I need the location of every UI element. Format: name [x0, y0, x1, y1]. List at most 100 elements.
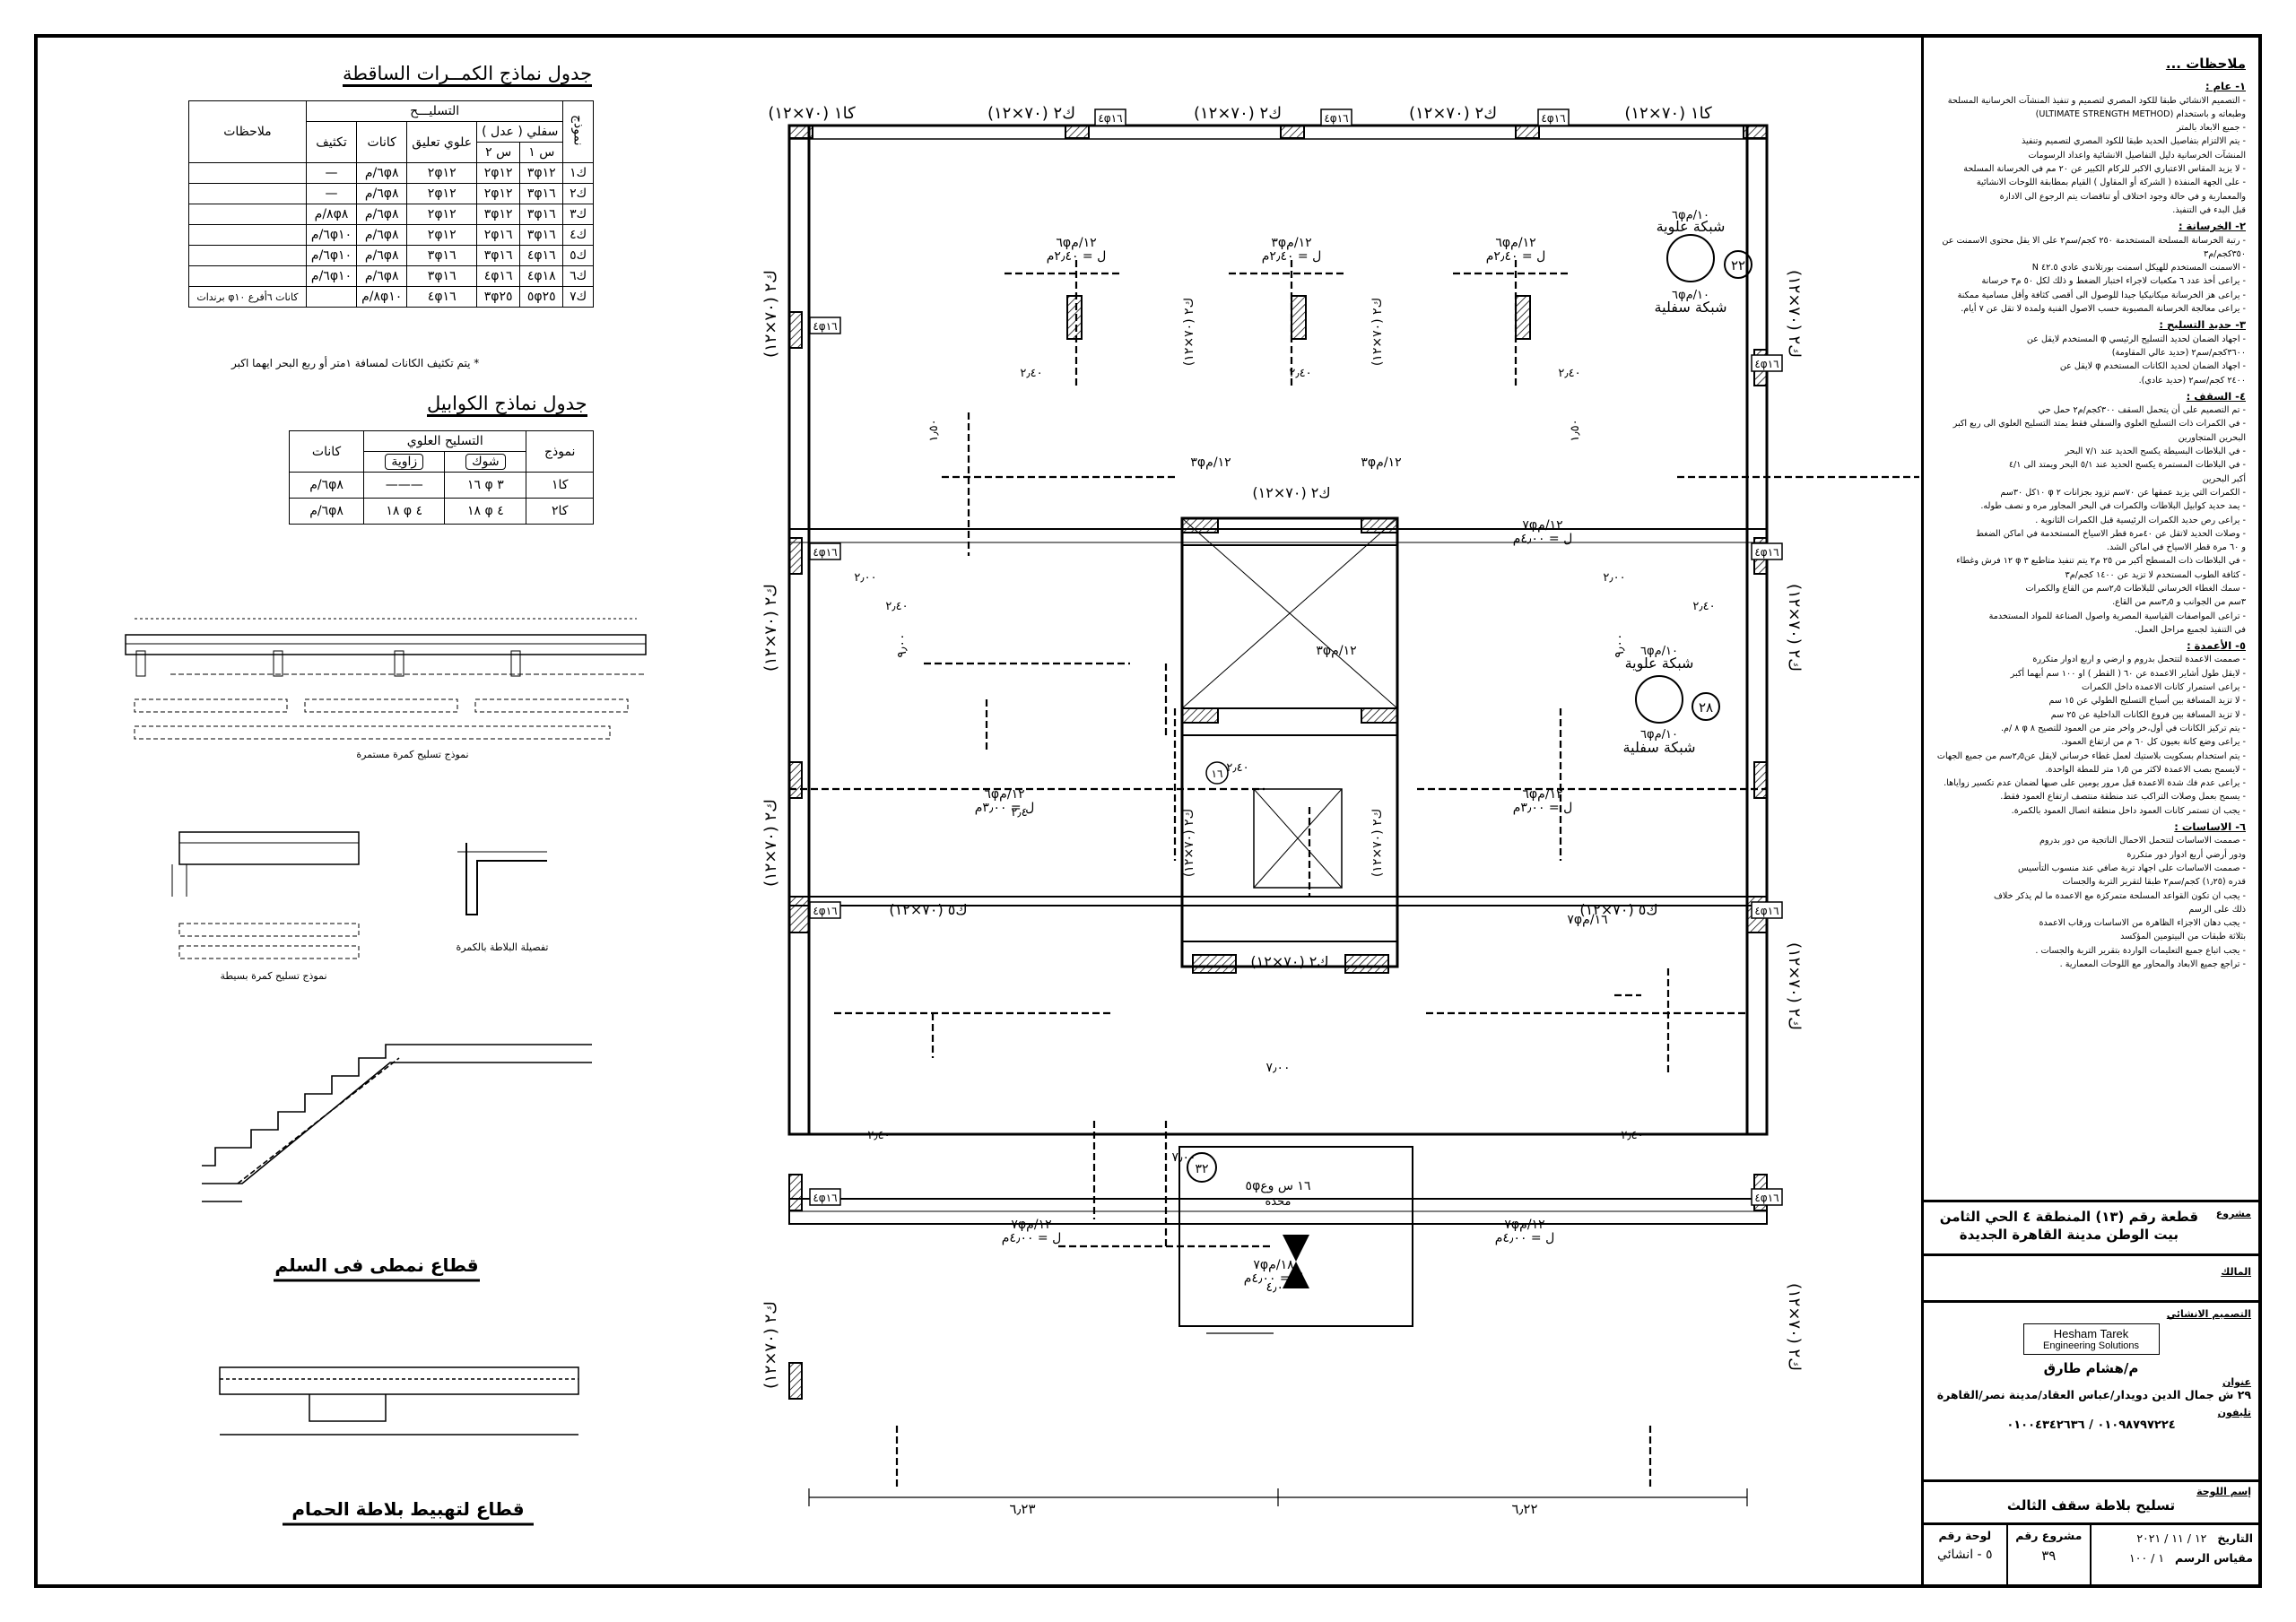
column-tag-text: ٤φ١٦: [813, 320, 837, 333]
dim-label: ٢٫٤٠: [1226, 761, 1248, 775]
notes-line: - يراعى عدم فك شدة الاعمدة قبل مرور يومي…: [1944, 778, 2246, 789]
beam-cell-extra: —: [305, 183, 358, 204]
dim-label: ٢٫٤٠: [1621, 1129, 1643, 1142]
notes-line: - لا تزيد المسافة بين أسياخ التسليح الطو…: [2048, 696, 2246, 707]
beam-label-core: ك٢ (٧٠×١٢): [1182, 809, 1196, 877]
beam-cell-stir: ٦φ٨/م: [356, 265, 408, 287]
slab-no-2: ٢٨: [1699, 699, 1713, 716]
dim-label: ٢٫٤٠: [885, 600, 908, 613]
tb-scale: ١ / ١٠٠: [2129, 1551, 2165, 1565]
dim-700-b: ٧٫٠٠: [1171, 1150, 1196, 1165]
continuous-beam-caption: نموذج تسليح كمرة مستمرة: [356, 749, 468, 760]
mesh-bottom-label-1: شبكة سفلية: [1655, 299, 1727, 316]
simple-beam-detail: [171, 831, 360, 959]
notes-line: - في البلاطات البسيطة يكسح الحديد عند ٧/…: [2065, 447, 2246, 457]
column: [1065, 125, 1090, 139]
notes-line: - في الكمرات ذات التسليح العلوي والسفلي …: [1952, 419, 2246, 429]
column: [1361, 517, 1398, 533]
mesh-bot-spec-1: ٦φ١٠/م: [1672, 289, 1709, 302]
notes-section-head: ٥- الأعمدة :: [2187, 639, 2246, 653]
column-tag-text: ٤φ١٦: [813, 546, 837, 559]
continuous-beam-detail: [125, 618, 647, 740]
stair-no: ١٦: [1212, 768, 1223, 780]
rebar-callout: ٦φ١٢/م: [1495, 236, 1535, 250]
notes-line: - الكمرات التي يزيد عمقها عن ٧٠سم تزود ب…: [2000, 487, 2246, 498]
tb-owner-label: المالك: [2221, 1266, 2251, 1278]
notes-line: - يراعى هز الخرسانة ميكانيكيا جيدا للوصو…: [1957, 290, 2246, 300]
notes-line: - التصميم الانشائي طبقا للكود المصري لتص…: [1947, 95, 2246, 106]
h-s1: س ١: [519, 142, 564, 163]
rebar-callout: ٦φ١٢/م: [1522, 787, 1562, 802]
c-h-angle: زاوية: [363, 451, 446, 473]
dim-label: ١٫٥٠: [927, 419, 941, 441]
rebar-callout: ل = ٢٫٤٠م: [1262, 249, 1322, 264]
beam-label-mid: ك٢ (٧٠×١٢): [1250, 953, 1328, 970]
beam-cell-stir: ٨φ١٠/م: [356, 286, 408, 308]
h-stirrups: كانات: [356, 121, 408, 163]
tb-sheet: إسم اللوحة تسليح بلاطة سقف الثالث: [1921, 1479, 2258, 1524]
column-tag-text: ٤φ١٦: [1098, 112, 1122, 125]
beam-cell-extra: ٦φ١٠/م: [305, 245, 358, 266]
notes-line: - الاسمنت المستخدم للهيكل اسمنت بورتلاند…: [2031, 263, 2246, 273]
rebar-callout: ٧φ١٢/م: [1504, 1218, 1544, 1232]
beam-cell-top: ٢φ١٢: [406, 162, 478, 184]
h-bottom: سفلي ( عدل ): [476, 121, 564, 143]
notes-line: قدره (١٫٢٥) كجم/سم٢ طبقا لتقرير التربة و…: [2062, 877, 2246, 888]
notes-line: - يمد حديد كوابيل البلاطات والكمرات في ا…: [1980, 501, 2246, 512]
beam-cell-note: [188, 245, 307, 266]
notes-line: - صممت الاساسات لتتحمل الاحمال الناتجية …: [2039, 836, 2246, 846]
beam-cell-top: ٢φ١٢: [406, 204, 478, 225]
beam-label-right: ك٢ (٧٠×١٢): [1785, 942, 1804, 1030]
tb-projno: ٣٩: [2041, 1548, 2057, 1564]
mesh-top-spec-2: ٦φ١٠/م: [1640, 645, 1678, 658]
beam-cell-stir: ٦φ٨/م: [356, 204, 408, 225]
notes-line: - يراعى أخذ عدد ٦ مكعبات لاجراء اختبار ا…: [1981, 276, 2246, 287]
tb-design-label: التصميم الانشائي: [2166, 1308, 2251, 1320]
column-tag-text: ٤φ١٦: [1324, 112, 1348, 125]
beam-cell-stir: ٦φ٨/م: [356, 224, 408, 246]
dim-700-a: ٧٫٠٠: [1265, 1061, 1290, 1075]
floor-plan: ٦φ١٠/م شبكة علوية ٦φ١٠/م شبكة سفلية ٢٢ ٦…: [761, 104, 1919, 1517]
beam-cell-top: ٤φ١٦: [406, 286, 478, 308]
dim-label: ٢٫٤٠: [1692, 600, 1715, 613]
mesh-symbol-1: [1666, 234, 1752, 282]
notes-panel: ملاحظات ... ١- عام :- التصميم الانشائي ط…: [1921, 38, 2258, 1200]
mesh-top-spec-1: ٦φ١٠/م: [1672, 209, 1709, 222]
rebar-callout: ل = ٤٫٠٠م: [1495, 1231, 1555, 1245]
dim-label: ٢٫٤٠: [1011, 806, 1033, 820]
notes-line: أكبر البحرين: [2202, 473, 2246, 484]
dim-label: ٢٫٤٠: [1020, 367, 1042, 380]
notes-line: - سمك الغطاء الخرساني للبلاطات ٢٫٥سم من …: [2025, 583, 2246, 594]
notes-line: - يجب ان تستمر كانات العمود داخل منطقة ا…: [2011, 805, 2246, 816]
beam-cell-note: كانات ٦أفرع φ١٠ برندات: [188, 286, 307, 308]
column: [1192, 954, 1237, 974]
notes-line: المنشآت الخرسانية دليل التفاصيل الانشائي…: [2028, 150, 2246, 160]
beam-label-core: ك٢ (٧٠×١٢): [1370, 298, 1385, 366]
beam-cell-note: [188, 183, 307, 204]
notes-line: - يسمح بعمل وصلات التراكب عند منطقة منتص…: [2000, 792, 2246, 802]
drawing-frame: [34, 34, 2262, 1588]
column-tag: ٤φ١٦: [1094, 108, 1126, 126]
slab-opening: [1515, 295, 1531, 340]
tb-sheet-name: تسليح بلاطة سقف الثالث: [2006, 1497, 2176, 1514]
beam-cell-s1: ٤φ١٨: [519, 265, 564, 287]
h-model: نموذج: [562, 100, 594, 163]
column-tag: ٤φ١٦: [809, 542, 841, 560]
cant-cell-model: كا١: [526, 472, 594, 499]
h-rebar: التسليـــح: [305, 100, 564, 122]
notes-line: - في البلاطات ذات المسطح أكبر من ٢٥ م٢ ي…: [1956, 556, 2246, 567]
beam-label-core: ك٢ (٧٠×١٢): [1370, 809, 1385, 877]
notes-section-head: ٢- الخرسانة :: [2178, 220, 2246, 233]
tb-date: ١٢ / ١١ / ٢٠٢١: [2136, 1531, 2207, 1545]
beam-cell-note: [188, 204, 307, 225]
beam-cell-note: [188, 224, 307, 246]
rebar-callout: ٦φ١٢/م: [984, 787, 1024, 802]
rebar-callout: ٧φ١٢/م: [1522, 518, 1562, 533]
dim-900-left: ٩٫٠٠: [895, 633, 909, 657]
beam-cell-stir: ٦φ٨/م: [356, 162, 408, 184]
beam-label-top: كا١ (٧٠×١٢): [1624, 104, 1712, 123]
beam-cell-model: ك٢: [562, 183, 594, 204]
rebar-callout: ل = ٤٫٠٠م: [1002, 1231, 1062, 1245]
